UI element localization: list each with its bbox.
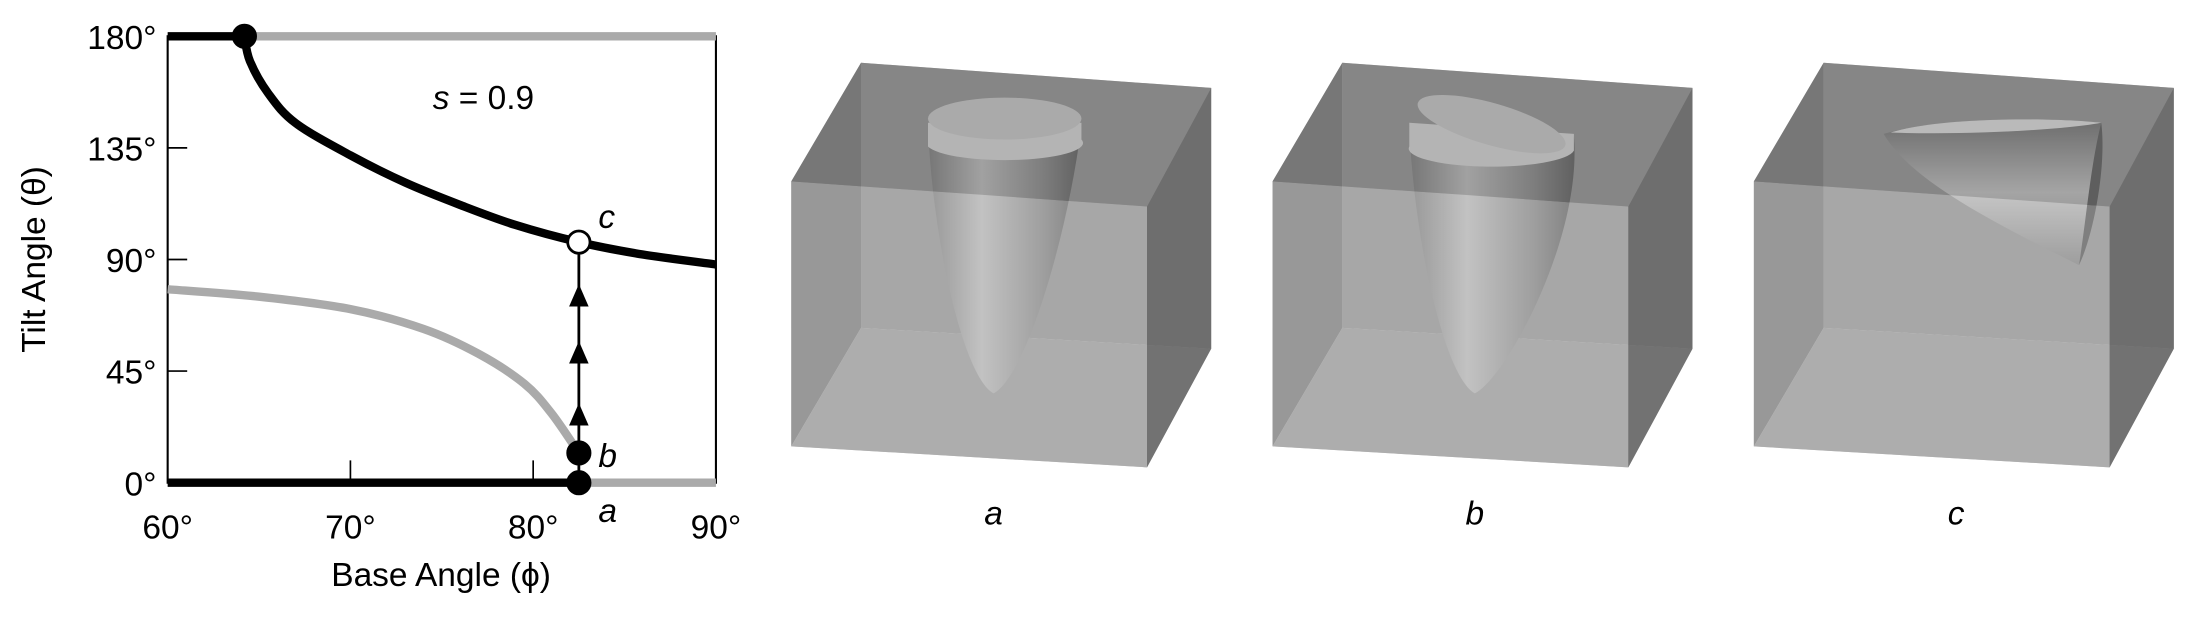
box-top-face xyxy=(1272,62,1693,207)
box-right-face xyxy=(1147,87,1212,468)
y-tick-label: 180° xyxy=(87,20,156,57)
box-right-face xyxy=(2109,87,2174,468)
point-a xyxy=(566,470,592,496)
box-front-face xyxy=(791,181,1148,468)
y-tick-label: 45° xyxy=(106,355,157,392)
series-stable-upper xyxy=(240,35,717,269)
x-tick-label: 60° xyxy=(142,510,193,547)
arrow-up-icon xyxy=(569,403,589,426)
y-axis-label: Tilt Angle (θ) xyxy=(16,166,53,353)
panel-label: b xyxy=(1466,496,1485,533)
panel-b: b xyxy=(1272,62,1693,533)
x-tick-label: 80° xyxy=(508,510,559,547)
x-tick-label: 90° xyxy=(691,510,742,547)
panel-c: c xyxy=(1753,62,2174,533)
y-tick-label: 0° xyxy=(125,466,157,503)
box-front-face xyxy=(1753,181,2110,468)
point-c xyxy=(566,229,592,255)
y-tick-label: 135° xyxy=(87,131,156,168)
panel-label: a xyxy=(984,496,1003,533)
point-b xyxy=(566,440,592,466)
param-annotation: s = 0.9 xyxy=(433,80,534,117)
x-axis-label: Base Angle (ϕ) xyxy=(331,557,551,594)
arrow-up-icon xyxy=(569,284,589,307)
box-right-face xyxy=(1628,87,1693,468)
panel-label: c xyxy=(1948,496,1965,533)
arrow-up-icon xyxy=(569,341,589,364)
series-unstable-lower xyxy=(167,285,583,456)
box-top-face xyxy=(791,62,1212,207)
phase-chart: 60° 70° 80° 90° 0° 45° 90° 135° 180° c ba s = 0.9… xyxy=(16,20,741,594)
panel-a: a xyxy=(791,62,1212,533)
box-front-face xyxy=(1272,181,1629,468)
y-tick-label: 90° xyxy=(106,243,157,280)
point-label-b: b xyxy=(598,438,617,475)
point-label-a: a xyxy=(598,493,617,530)
x-tick-label: 70° xyxy=(325,510,376,547)
point-label-c: c xyxy=(598,199,615,236)
point-start xyxy=(231,23,257,49)
box-top-face xyxy=(1753,62,2174,207)
